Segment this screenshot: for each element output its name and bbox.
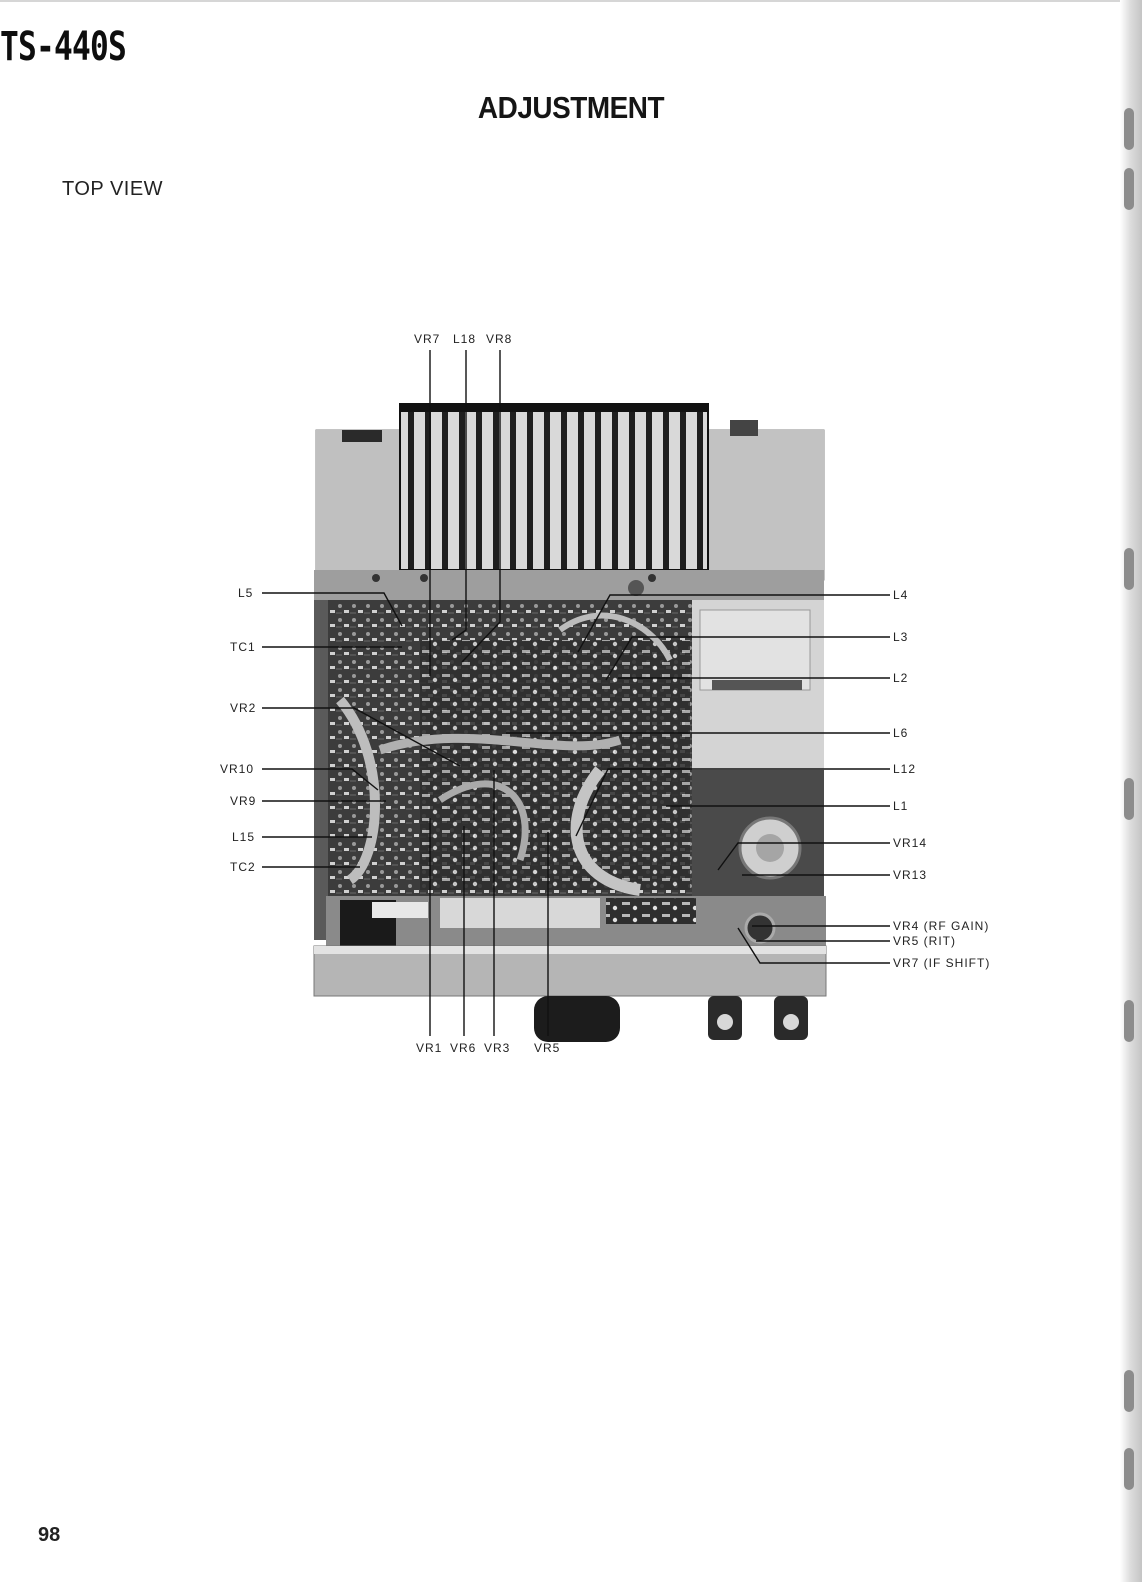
top-border-line: [0, 0, 1120, 2]
label-tc1: TC1: [230, 640, 256, 654]
label-l12: L12: [893, 762, 916, 776]
binder-hole: [1124, 548, 1134, 590]
label-vr13: VR13: [893, 868, 927, 882]
label-l4: L4: [893, 588, 908, 602]
binder-hole: [1124, 1000, 1134, 1042]
binder-hole: [1124, 108, 1134, 150]
labels-left: L5 TC1 VR2 VR10 VR9 L15 TC2: [220, 586, 256, 874]
leader-lines: [262, 350, 890, 1036]
label-l3: L3: [893, 630, 908, 644]
label-l5: L5: [238, 586, 253, 600]
label-vr7-top: VR7: [414, 332, 440, 346]
labels-bottom: VR1 VR6 VR3 VR5: [416, 1041, 560, 1055]
label-vr6: VR6: [450, 1041, 476, 1055]
page-title: ADJUSTMENT: [477, 90, 665, 125]
binder-hole: [1124, 778, 1134, 820]
label-vr5-rit: VR5 (RIT): [893, 934, 956, 948]
label-vr9: VR9: [230, 794, 256, 808]
model-number: TS-440S: [0, 24, 127, 70]
label-l6: L6: [893, 726, 908, 740]
binder-hole: [1124, 1448, 1134, 1490]
label-vr1: VR1: [416, 1041, 442, 1055]
view-title: TOP VIEW: [62, 178, 164, 200]
label-vr4-rf-gain: VR4 (RF GAIN): [893, 919, 989, 933]
label-l2: L2: [893, 671, 908, 685]
label-vr14: VR14: [893, 836, 927, 850]
label-l1: L1: [893, 799, 908, 813]
chassis-photo: [313, 403, 827, 1042]
label-l15: L15: [232, 830, 255, 844]
labels-right: L4 L3 L2 L6 L12 L1 VR14 VR13 VR4 (RF GAI…: [893, 588, 990, 970]
label-l18: L18: [453, 332, 476, 346]
label-vr10: VR10: [220, 762, 254, 776]
label-vr8: VR8: [486, 332, 512, 346]
label-vr5-bottom: VR5: [534, 1041, 560, 1055]
label-tc2: TC2: [230, 860, 256, 874]
label-vr3: VR3: [484, 1041, 510, 1055]
labels-top: VR7 L18 VR8: [414, 332, 512, 346]
label-vr2: VR2: [230, 701, 256, 715]
page-number: 98: [38, 1524, 61, 1546]
binder-hole: [1124, 168, 1134, 210]
binder-hole: [1124, 1370, 1134, 1412]
label-vr7-if-shift: VR7 (IF SHIFT): [893, 956, 990, 970]
